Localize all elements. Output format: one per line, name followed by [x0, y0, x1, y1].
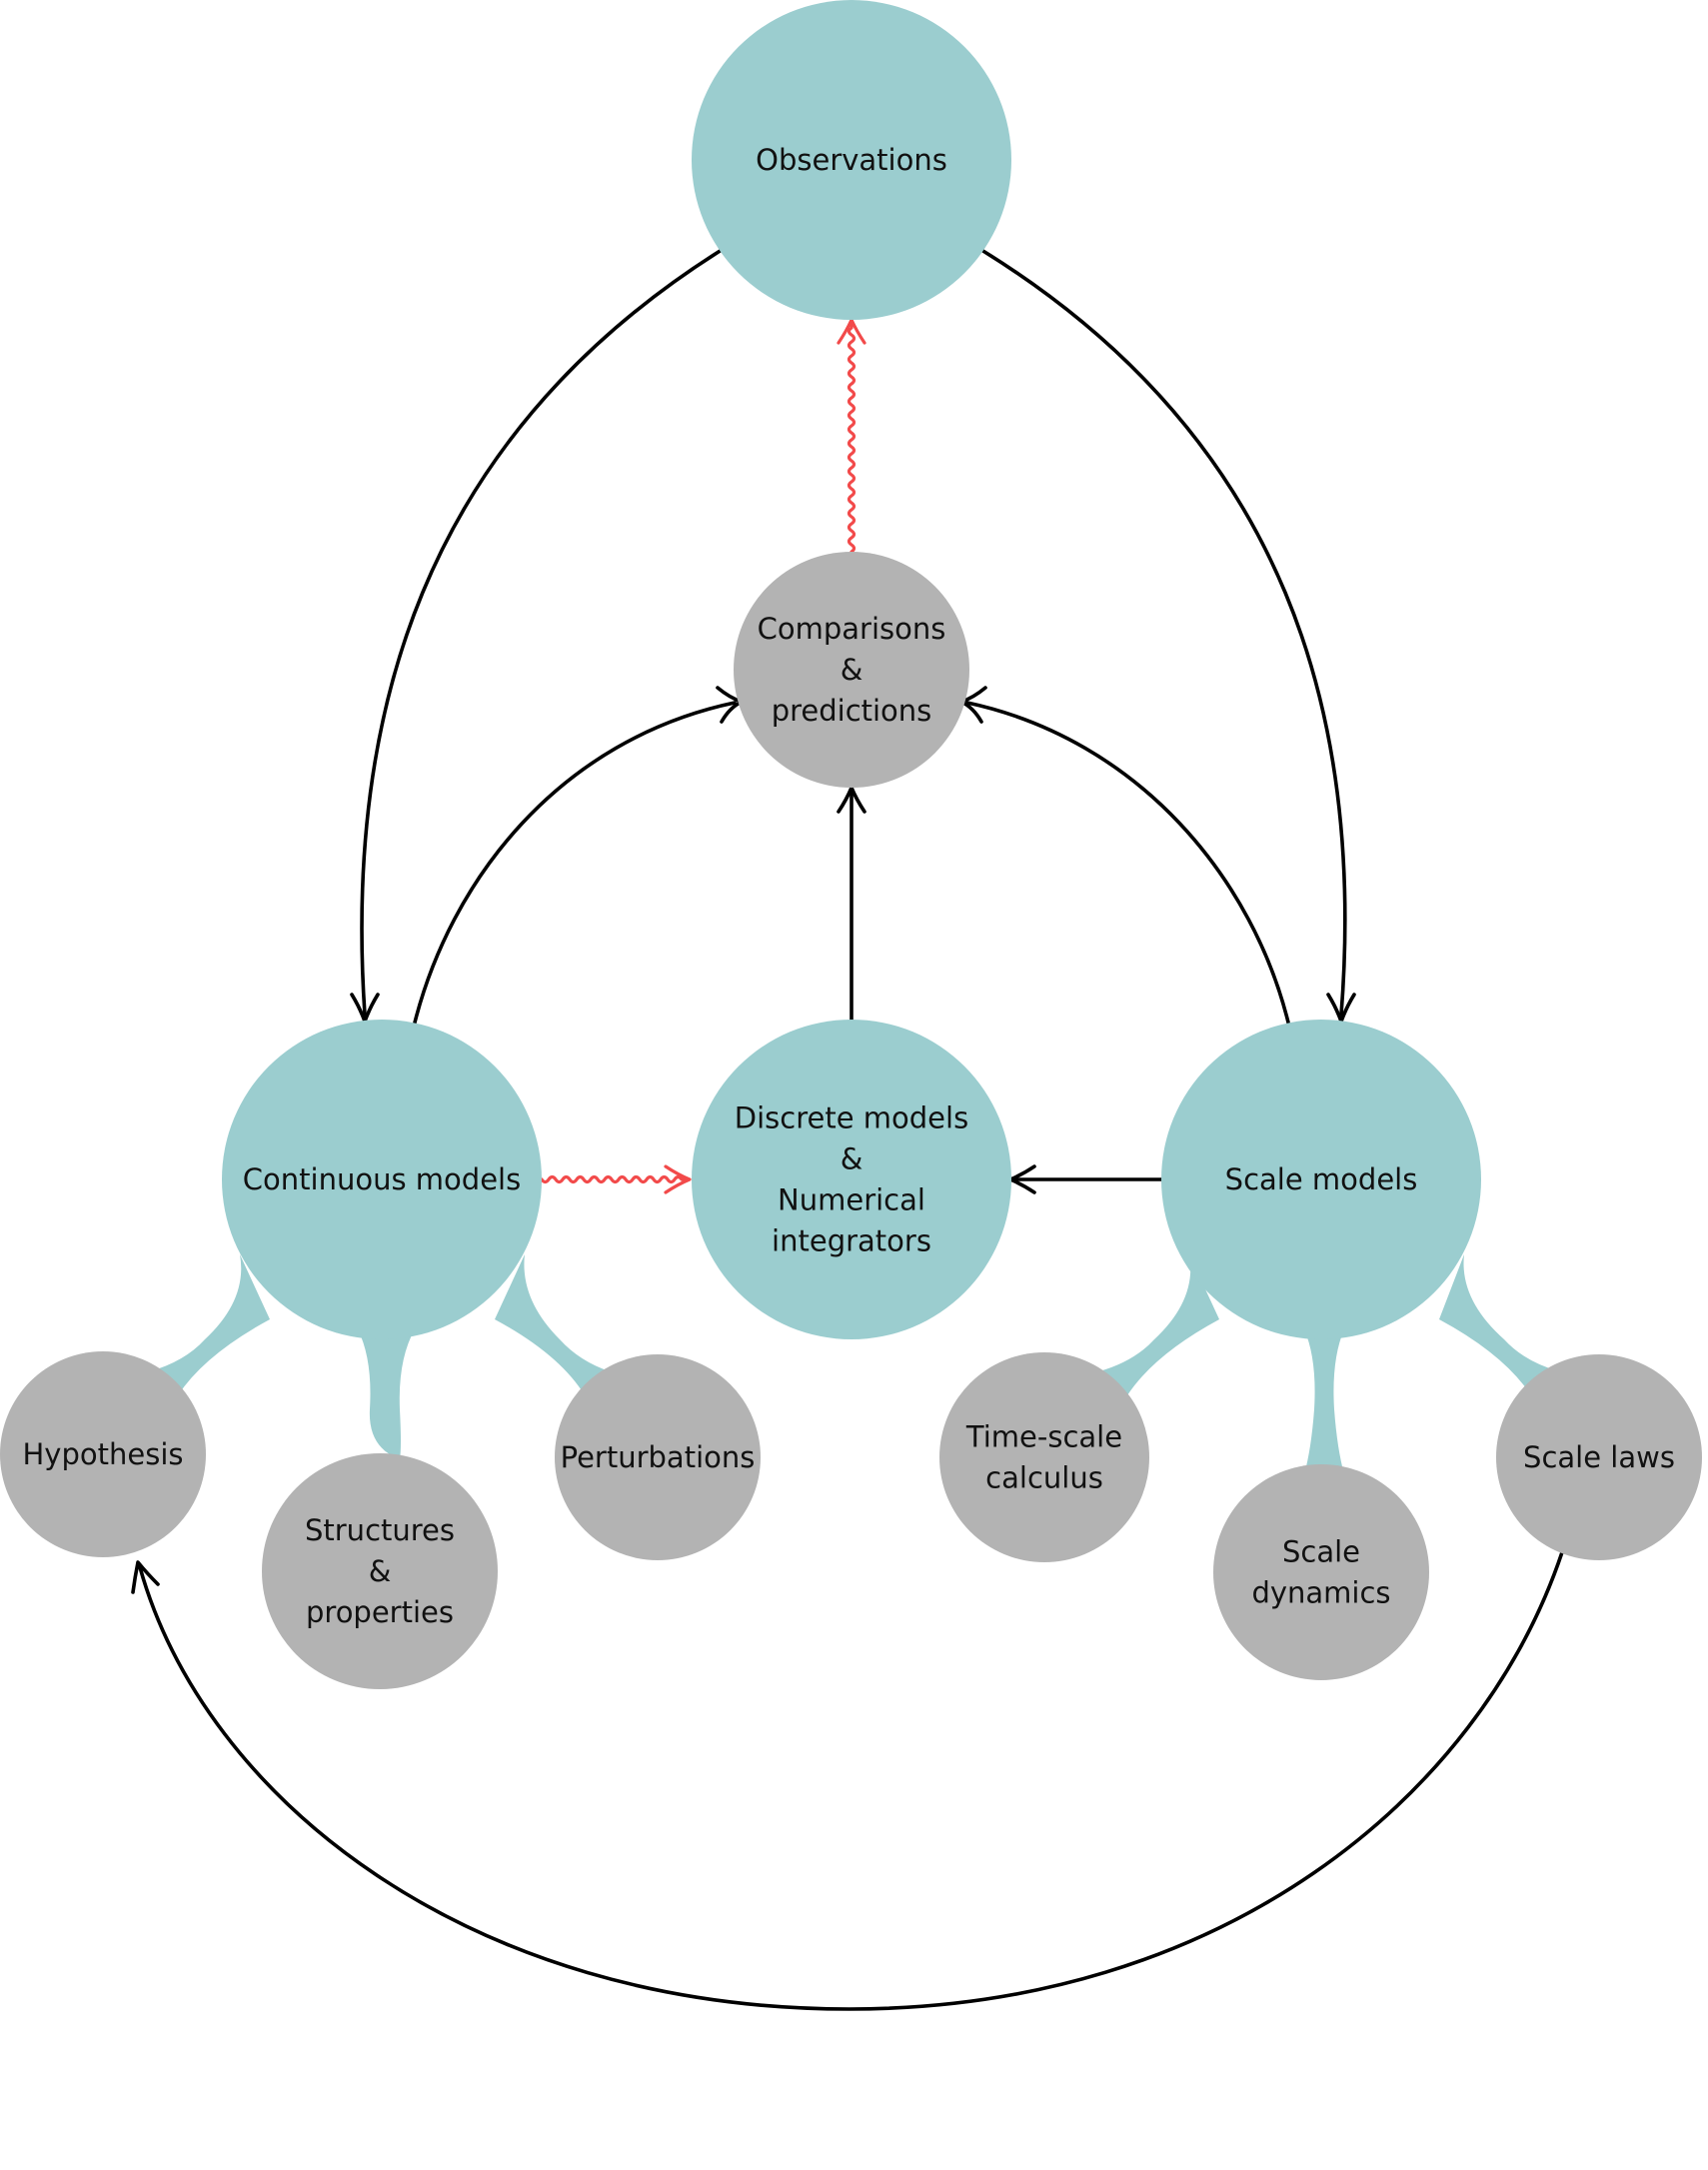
connector-continuous-perturbations [495, 1254, 610, 1395]
wavy-edge-continuous-to-discrete [540, 1174, 690, 1184]
connector-scale-dynamics [1304, 1329, 1344, 1474]
edge-scale-laws-to-hypothesis [138, 1550, 1564, 2011]
node-label-line: Continuous models [243, 1162, 521, 1196]
node-timescale: Time-scale calculus [939, 1352, 1149, 1562]
edge-scale-to-comparisons [965, 701, 1291, 1029]
node-label-line: Comparisons [758, 612, 946, 646]
node-label-line: calculus [985, 1461, 1103, 1495]
node-label-line: & [369, 1554, 392, 1588]
node-circle [734, 552, 969, 788]
node-label-line: & [841, 653, 863, 687]
node-discrete: Discrete models & Numerical integrators [692, 1020, 1011, 1339]
node-label-line: integrators [772, 1224, 931, 1258]
node-circle [262, 1453, 498, 1689]
arrowhead-discrete-red [664, 1164, 692, 1194]
node-label-line: properties [306, 1595, 454, 1629]
arrowhead-observations [837, 318, 866, 345]
edge-observations-to-scale [979, 248, 1347, 1017]
node-label-line: Perturbations [561, 1440, 756, 1474]
node-circle [692, 1020, 1011, 1339]
node-circle [222, 1020, 542, 1339]
node-circle [692, 0, 1011, 320]
node-label-line: predictions [772, 694, 932, 728]
connector-continuous-structures [358, 1329, 415, 1469]
node-label-line: Discrete models [735, 1101, 968, 1135]
node-perturbations: Perturbations [555, 1354, 761, 1560]
node-label-line: & [841, 1142, 863, 1176]
node-label-line: Time-scale [965, 1420, 1122, 1454]
node-connectors [150, 1254, 1559, 1474]
edge-continuous-to-comparisons [412, 701, 737, 1029]
node-label-line: Scale models [1225, 1162, 1418, 1196]
node-label-line: Hypothesis [23, 1437, 184, 1471]
node-label-line: dynamics [1251, 1576, 1390, 1610]
node-circle [555, 1354, 761, 1560]
node-comparisons: Comparisons & predictions [734, 552, 969, 788]
edge-observations-to-continuous [360, 248, 724, 1017]
node-hypothesis: Hypothesis [0, 1351, 206, 1557]
connector-scale-laws [1439, 1254, 1559, 1395]
node-observations: Observations [692, 0, 1011, 320]
node-structures: Structures & properties [262, 1453, 498, 1689]
node-circle [0, 1351, 206, 1557]
node-scale-dynamics: Scale dynamics [1213, 1464, 1429, 1680]
node-scale: Scale models [1161, 1020, 1481, 1339]
node-label-line: Scale laws [1523, 1440, 1675, 1474]
arrowhead-hypothesis [131, 1560, 160, 1594]
node-scale-laws: Scale laws [1496, 1354, 1702, 1560]
node-circle [1161, 1020, 1481, 1339]
node-label-line: Scale [1282, 1535, 1360, 1569]
node-circle [1496, 1354, 1702, 1560]
node-label-line: Observations [756, 143, 947, 177]
node-circle [939, 1352, 1149, 1562]
node-continuous: Continuous models [222, 1020, 542, 1339]
node-circle [1213, 1464, 1429, 1680]
node-label-line: Structures [305, 1513, 455, 1547]
node-label-line: Numerical [778, 1183, 925, 1217]
wavy-edge-comparisons-to-observations [847, 320, 856, 554]
connector-scale-timescale [1099, 1254, 1219, 1395]
connector-continuous-hypothesis [150, 1254, 270, 1395]
